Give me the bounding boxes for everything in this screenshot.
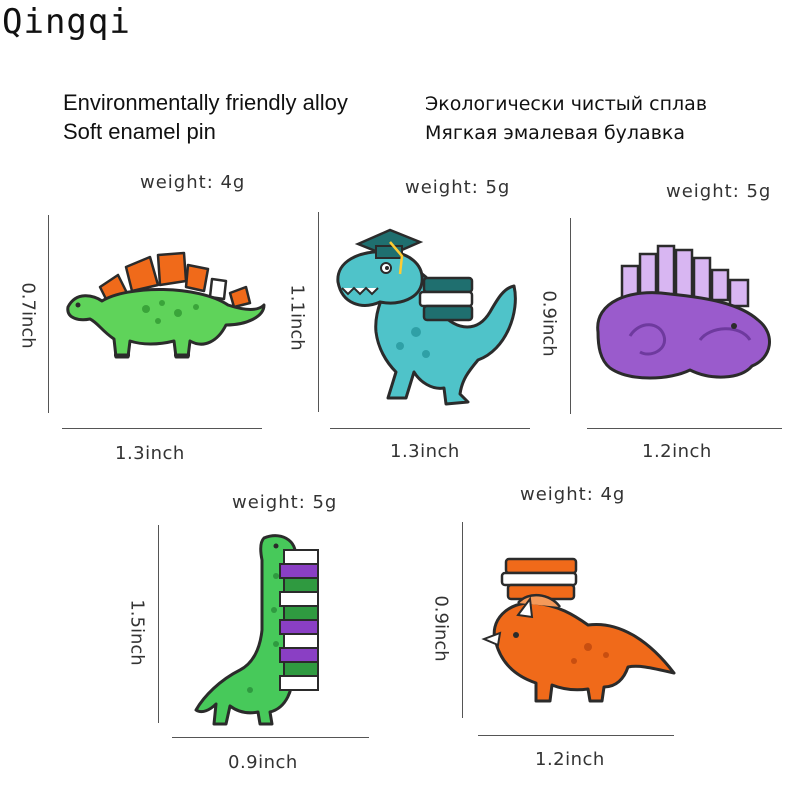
pin-2-width-label: 1.3inch (390, 441, 460, 462)
pin-1-width-line (62, 428, 262, 429)
pin-2-height-label: 1.1inch (286, 284, 308, 351)
purple-dino-pin-image (596, 244, 771, 380)
description-line-2: Soft enamel pin (63, 119, 216, 144)
pin-2-height-line (318, 212, 319, 412)
pin-1-weight: weight: 4g (140, 172, 246, 193)
t-rex-pin-image (336, 228, 517, 406)
pin-1-width-label: 1.3inch (115, 443, 185, 464)
pin-5-width-label: 1.2inch (535, 749, 605, 770)
pin-5-weight: weight: 4g (520, 484, 626, 505)
pin-4-weight: weight: 5g (232, 492, 338, 513)
description-russian: Экологически чистый сплав Мягкая эмалева… (425, 90, 707, 148)
description-line-1: Environmentally friendly alloy (63, 90, 348, 115)
description-english: Environmentally friendly alloy Soft enam… (63, 88, 348, 146)
pin-4-height-line (158, 525, 159, 723)
pin-2-width-line (330, 428, 530, 429)
pin-4-width-line (172, 737, 369, 738)
stegosaurus-pin-image (66, 251, 266, 359)
brachiosaurus-pin-image (194, 534, 319, 726)
brand-logo-text: Qingqi (2, 2, 131, 42)
pin-4-height-label: 1.5inch (126, 599, 148, 666)
triceratops-pin-image (481, 557, 676, 703)
pin-3-width-line (587, 428, 782, 429)
pin-1-height-line (48, 215, 49, 413)
description-ru-line-2: Мягкая эмалевая булавка (425, 122, 686, 144)
pin-2-weight: weight: 5g (405, 177, 511, 198)
pin-3-height-label: 0.9inch (538, 290, 560, 357)
description-ru-line-1: Экологически чистый сплав (425, 93, 708, 115)
pin-4-width-label: 0.9inch (228, 752, 298, 773)
pin-5-height-label: 0.9inch (430, 595, 452, 662)
pin-1-height-label: 0.7inch (17, 282, 39, 349)
pin-3-height-line (570, 218, 571, 414)
pin-5-width-line (478, 735, 674, 736)
pin-3-weight: weight: 5g (666, 181, 772, 202)
pin-3-width-label: 1.2inch (642, 441, 712, 462)
pin-5-height-line (462, 522, 463, 718)
